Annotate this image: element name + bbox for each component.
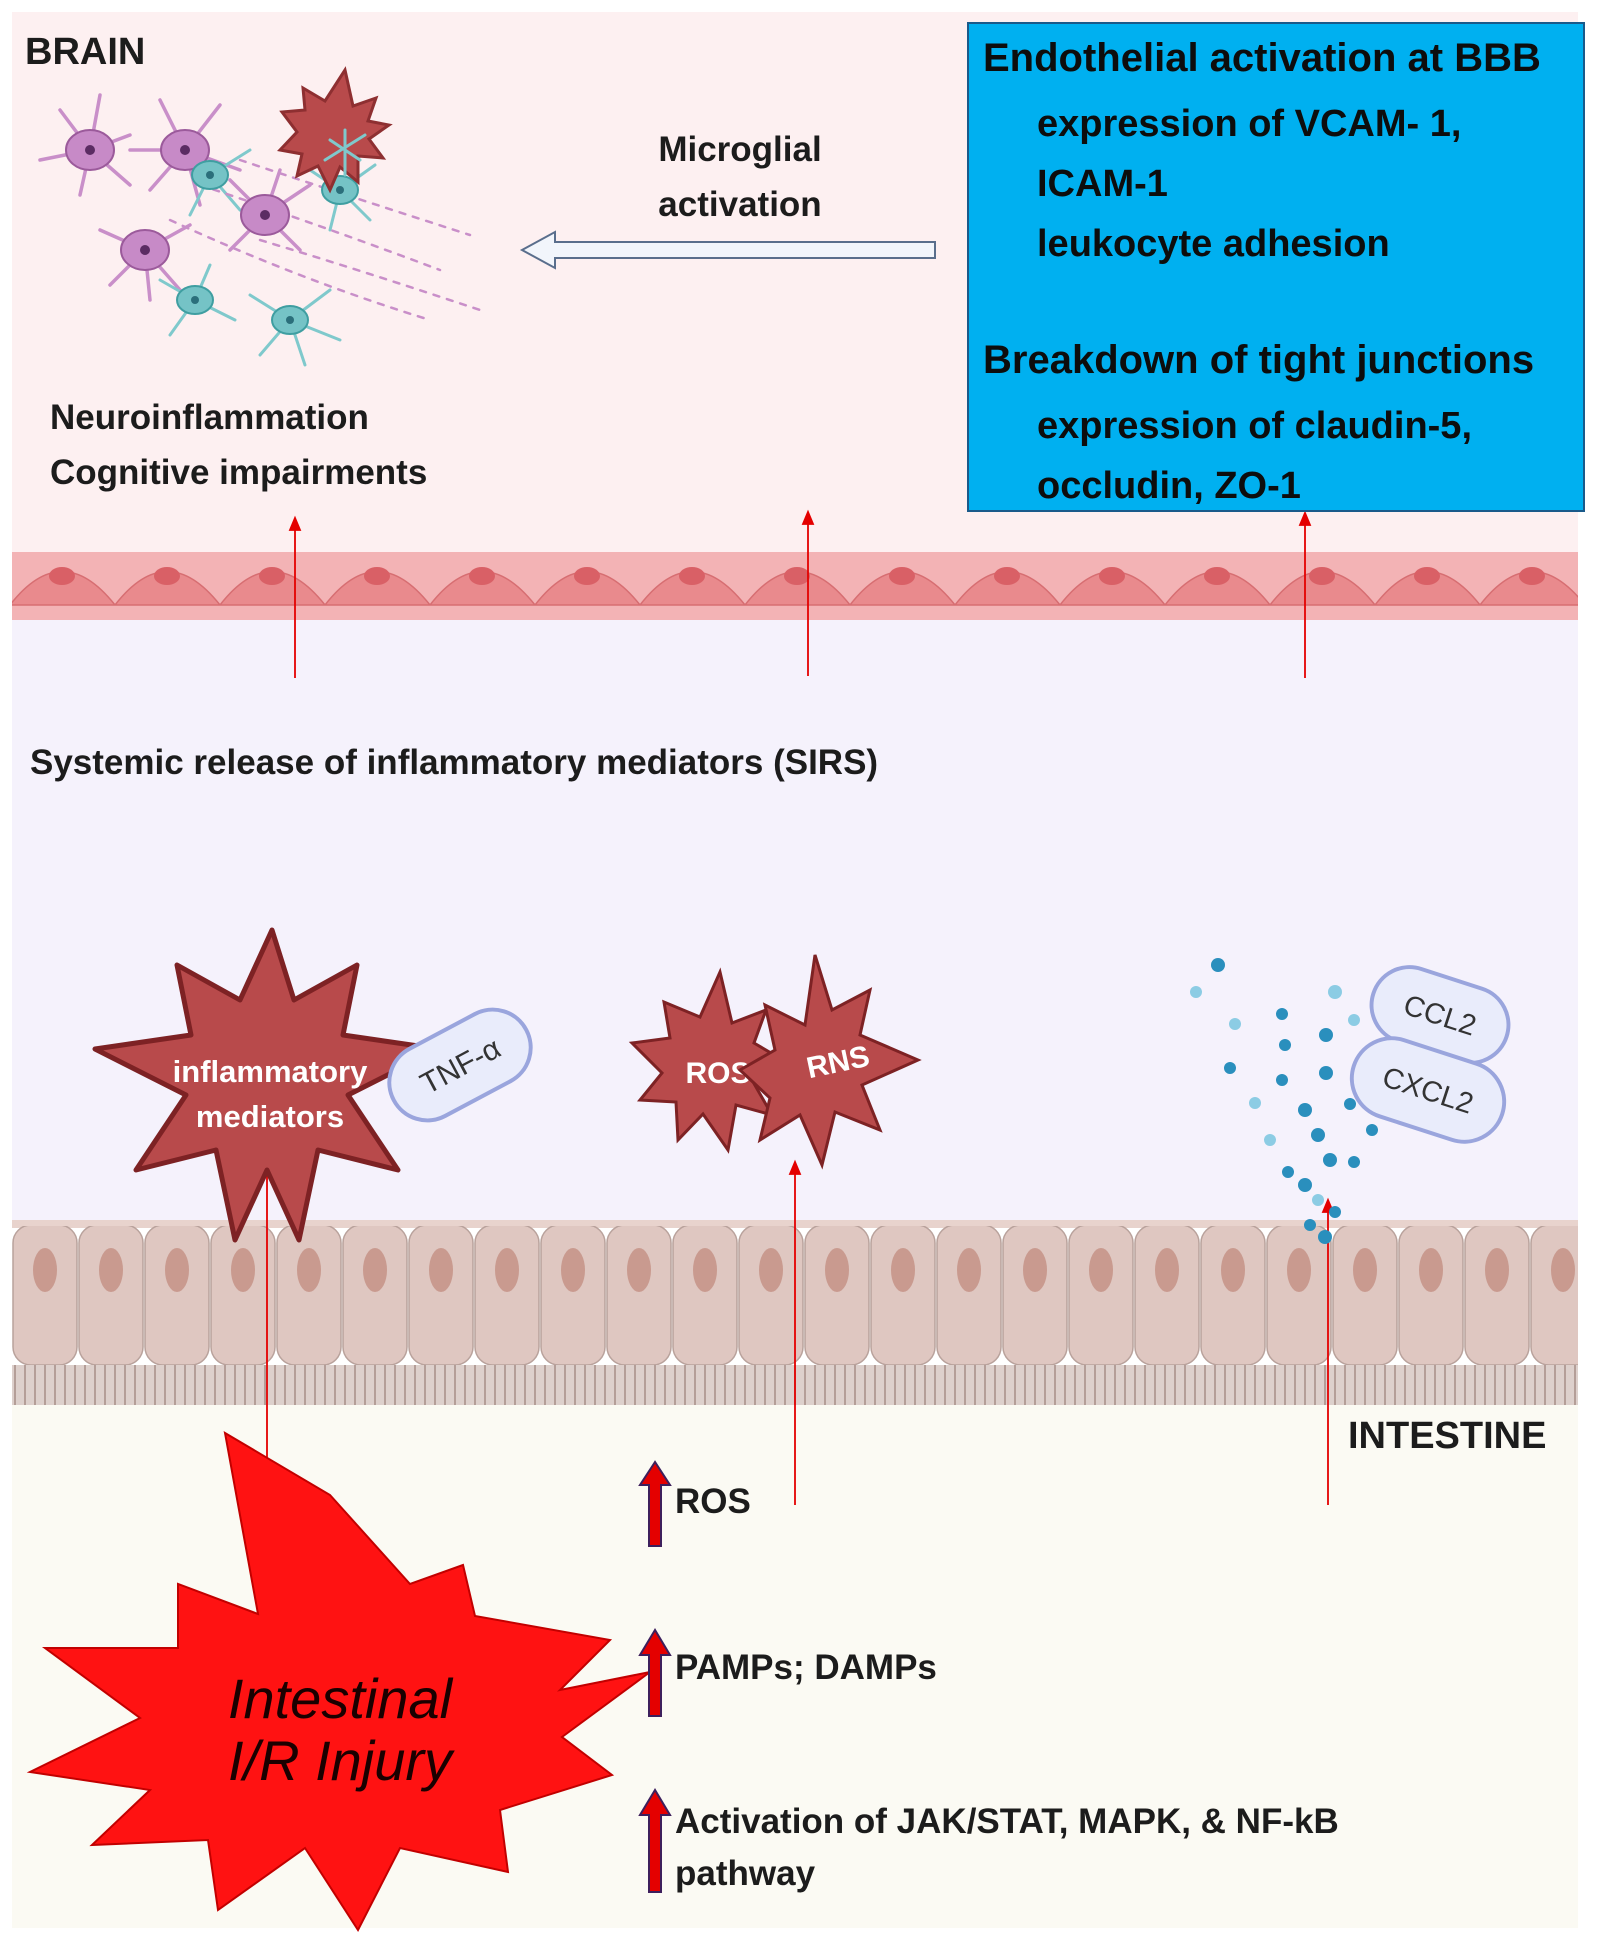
microglia-illustration <box>38 66 482 367</box>
microglial-activation-arrow <box>519 230 936 270</box>
chemokine-particles <box>1190 958 1378 1244</box>
microglial-activation-label: Microglial activation <box>640 122 840 232</box>
bbb-item-occludin: occludin, ZO-1 <box>1037 465 1301 507</box>
inflammatory-mediators-star <box>92 927 442 1243</box>
tnf-alpha-capsule: TNF-α <box>387 1007 533 1123</box>
intestine-label: INTESTINE <box>1348 1415 1547 1457</box>
effect-ros-label: ROS <box>675 1482 751 1521</box>
inflammatory-mediators-label-1: inflammatory <box>173 1054 368 1089</box>
ros-star-label: ROS <box>685 1057 750 1090</box>
cxcl2-capsule: CXCL2 <box>1349 1036 1507 1144</box>
brain-label: BRAIN <box>25 31 146 73</box>
intestinal-injury-star <box>26 1431 651 1932</box>
activated-microglia-star <box>277 66 393 194</box>
effect-ros: ROS <box>675 1476 751 1528</box>
neuroinflammation-label: Neuroinflammation <box>50 398 369 437</box>
effect-pathway-activation: Activation of JAK/STAT, MAPK, & NF-kB pa… <box>675 1796 1339 1900</box>
microglial-label-line-1: Microglial <box>658 130 822 169</box>
bbb-effects-box: Endothelial activation at BBB expression… <box>967 22 1585 512</box>
effect-pathway-line-1: Activation of JAK/STAT, MAPK, & NF-kB <box>675 1802 1339 1841</box>
injury-label-1: Intestinal <box>228 1667 454 1730</box>
bbb-item-vcam: expression of VCAM- 1, <box>1037 103 1462 145</box>
effect-pamps-label: PAMPs; DAMPs <box>675 1648 937 1687</box>
upward-arrows <box>266 509 1335 1510</box>
endothelial-activation-heading: Endothelial activation at BBB <box>983 36 1541 80</box>
tight-junction-heading: Breakdown of tight junctions <box>983 338 1535 382</box>
systemic-release-label: Systemic release of inflammatory mediato… <box>30 743 879 782</box>
bbb-item-claudin: expression of claudin-5, <box>1037 405 1472 447</box>
endothelial-cells <box>12 552 1578 620</box>
cognitive-impairments-label: Cognitive impairments <box>50 453 428 492</box>
microglial-label-line-2: activation <box>658 185 822 224</box>
ros-star <box>628 967 792 1154</box>
rns-star <box>737 954 922 1170</box>
effect-pamps-damps: PAMPs; DAMPs <box>675 1642 937 1694</box>
effect-pathway-line-2: pathway <box>675 1854 816 1893</box>
injury-label-2: I/R Injury <box>228 1729 455 1792</box>
bbb-item-icam: ICAM-1 <box>1037 163 1168 205</box>
effect-up-arrows <box>638 1460 672 1893</box>
inflammatory-mediators-label-2: mediators <box>196 1099 344 1134</box>
brain-outcomes: Neuroinflammation Cognitive impairments <box>50 390 427 500</box>
bbb-item-leukocyte: leukocyte adhesion <box>1037 223 1390 265</box>
